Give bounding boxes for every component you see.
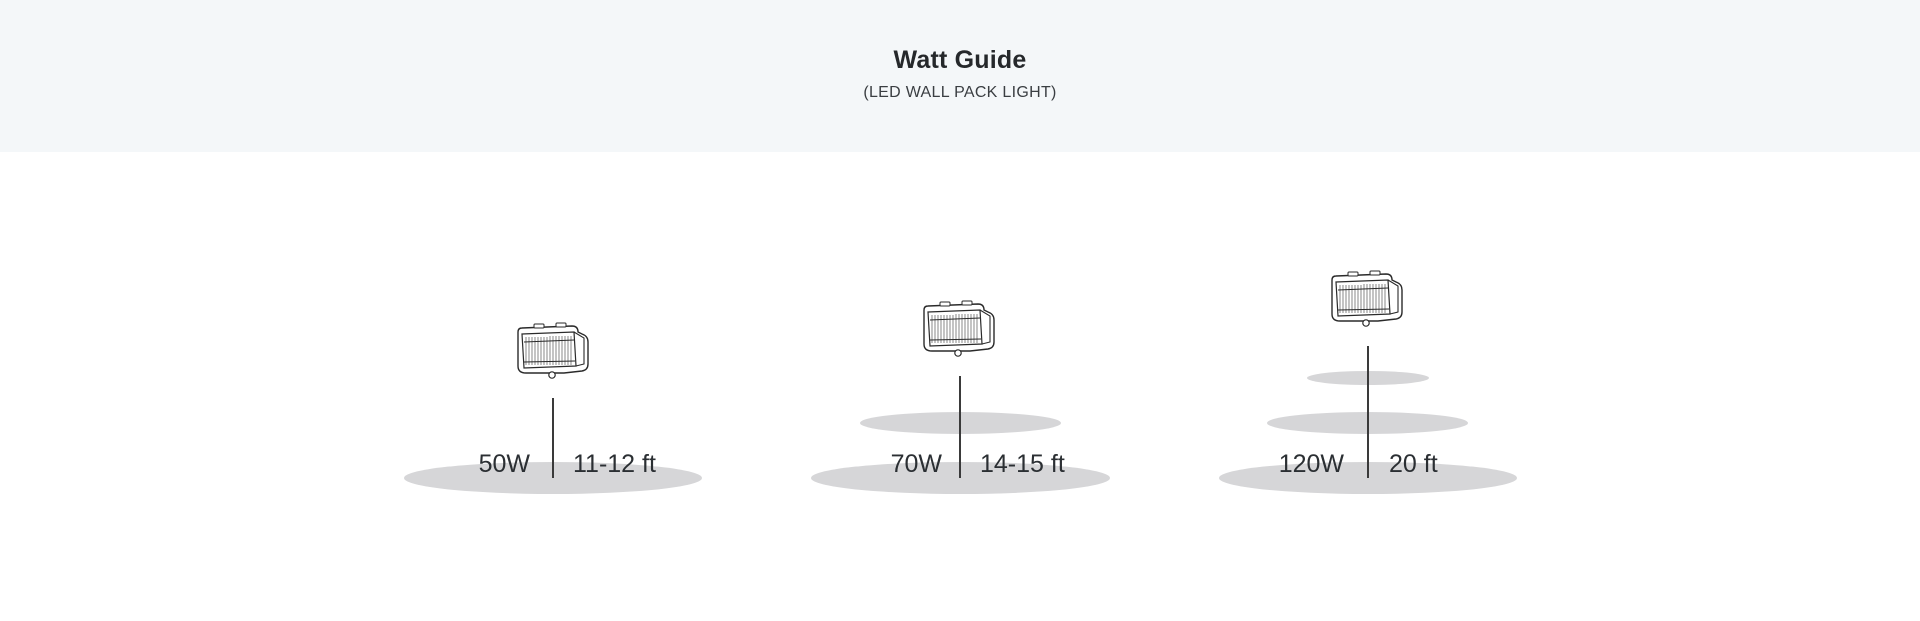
mount-height-label: 11-12 ft bbox=[573, 450, 656, 478]
mount-height-label: 14-15 ft bbox=[980, 450, 1065, 478]
wattage-label: 70W bbox=[890, 450, 942, 478]
wall-pack-light-icon bbox=[517, 322, 589, 379]
mount-height-label: 20 ft bbox=[1389, 450, 1438, 478]
wall-pack-light-icon bbox=[923, 300, 995, 357]
header-banner: Watt Guide (LED WALL PACK LIGHT) bbox=[0, 0, 1920, 152]
light-pool-ground bbox=[811, 462, 1110, 494]
mount-pole bbox=[959, 376, 961, 478]
wattage-label: 50W bbox=[478, 450, 530, 478]
page-subtitle: (LED WALL PACK LIGHT) bbox=[863, 84, 1057, 101]
mount-pole bbox=[1367, 346, 1369, 478]
mount-pole bbox=[552, 398, 554, 478]
light-pool-upper bbox=[860, 412, 1061, 434]
wattage-label: 120W bbox=[1278, 450, 1344, 478]
wall-pack-light-icon bbox=[1331, 270, 1403, 327]
page-title: Watt Guide bbox=[893, 46, 1027, 74]
